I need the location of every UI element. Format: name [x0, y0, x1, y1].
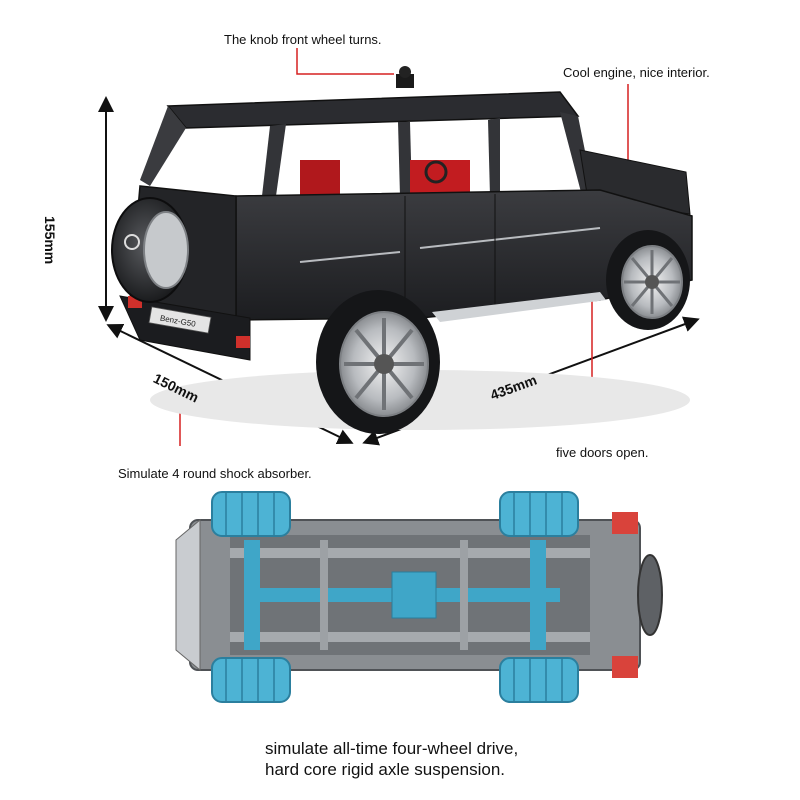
dimension-height: 155mm: [42, 216, 58, 265]
chassis-caption: simulate all-time four-wheel drive, hard…: [265, 738, 518, 780]
callout-knob: The knob front wheel turns.: [224, 32, 382, 47]
callout-engine: Cool engine, nice interior.: [563, 65, 710, 80]
callout-doors: five doors open.: [556, 445, 649, 460]
caption-line-1: simulate all-time four-wheel drive,: [265, 739, 519, 758]
callout-shock: Simulate 4 round shock absorber.: [118, 466, 312, 481]
vehicle-3d-view: Benz-G50: [111, 66, 693, 434]
chassis-top-view: [175, 491, 663, 703]
caption-line-2: hard core rigid axle suspension.: [265, 760, 506, 779]
callout-line-knob: [296, 48, 394, 75]
